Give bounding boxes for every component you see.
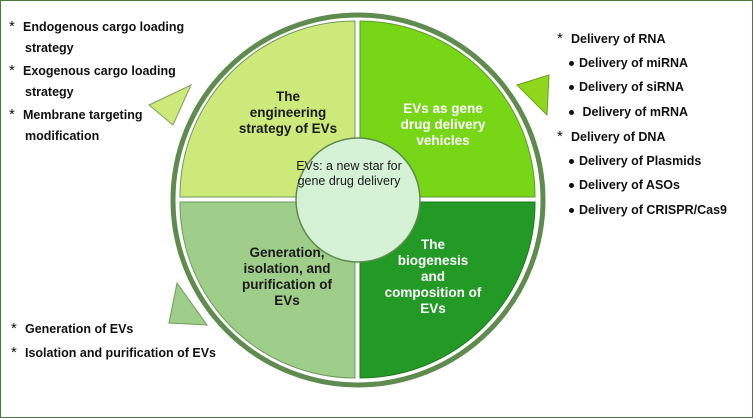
arrow-top-right — [516, 74, 550, 117]
bullet-icon — [569, 85, 574, 91]
asterisk-icon: * — [557, 128, 563, 145]
bullet-icon — [569, 109, 574, 115]
list-item-text: strategy — [25, 85, 74, 99]
list-item-text: Delivery of DNA — [571, 130, 666, 144]
list-item-text: Endogenous cargo loading — [23, 20, 185, 34]
asterisk-icon: * — [11, 320, 17, 337]
list-item-text: Delivery of Plasmids — [579, 153, 702, 168]
list-item-text: Exogenous cargo loading — [23, 64, 176, 78]
list-item: Delivery of mRNA — [569, 105, 688, 120]
asterisk-icon: * — [11, 344, 17, 361]
quadrant-label-line: vehicles — [416, 133, 470, 148]
bullet-icon — [569, 207, 574, 213]
quadrant-label-line: drug delivery — [400, 117, 486, 132]
quadrant-label-line: strategy of EVs — [238, 121, 338, 136]
list-item: * Delivery of DNA — [557, 129, 665, 145]
list-item-text: Delivery of miRNA — [579, 55, 689, 70]
quadrant-label-line: isolation, and — [243, 261, 331, 276]
list-item-text: Delivery of mRNA — [579, 104, 689, 119]
list-item: Delivery of siRNA — [569, 80, 684, 95]
quadrant-label-line: engineering — [249, 105, 327, 120]
list-item-text: Delivery of RNA — [571, 32, 666, 46]
quadrant-label-line: The — [420, 237, 445, 252]
quadrant-bottom-left — [179, 201, 356, 379]
quadrant-bottom-right — [359, 201, 536, 379]
asterisk-icon: * — [9, 106, 15, 123]
quadrant-label-line: and — [420, 269, 445, 284]
quadrant-top-right — [359, 20, 536, 198]
list-item: * Membrane targeting — [9, 107, 142, 123]
quadrant-top-left — [179, 20, 356, 198]
center-circle — [295, 137, 421, 263]
list-item: * Delivery of RNA — [557, 31, 665, 47]
bullet-icon — [569, 60, 574, 66]
list-item: Delivery of ASOs — [569, 178, 680, 193]
list-item-text: strategy — [25, 41, 74, 55]
bullet-icon — [569, 183, 574, 189]
list-item-text: Isolation and purification of EVs — [25, 346, 216, 360]
quadrant-label-line: EVs — [274, 293, 300, 308]
quadrant-label-line: purification of — [242, 277, 332, 292]
list-item: * Isolation and purification of EVs — [11, 345, 216, 361]
quadrant-label-line: Generation, — [249, 245, 325, 260]
quadrant-label-line: EVs — [420, 301, 446, 316]
quadrant-label-line: EVs as gene — [403, 101, 483, 116]
asterisk-icon: * — [9, 62, 15, 79]
list-item-text: Delivery of siRNA — [579, 80, 684, 94]
quadrant-label-line: The — [275, 89, 300, 104]
list-item: * Endogenous cargo loading — [9, 19, 184, 35]
list-item: strategy — [25, 85, 74, 100]
asterisk-icon: * — [9, 18, 15, 35]
list-item: strategy — [25, 41, 74, 56]
list-item: Delivery of CRISPR/Cas9 — [569, 203, 727, 218]
list-item-text: Generation of EVs — [25, 322, 134, 336]
list-item: Delivery of Plasmids — [569, 154, 701, 169]
list-item-text: Membrane targeting — [23, 108, 143, 122]
list-item: modification — [25, 129, 99, 144]
list-item-text: modification — [25, 129, 100, 143]
list-item-text: Delivery of ASOs — [579, 178, 680, 192]
list-item: * Exogenous cargo loading — [9, 63, 176, 79]
quadrant-label-line: composition of — [384, 285, 482, 300]
list-item-text: Delivery of CRISPR/Cas9 — [579, 202, 727, 217]
asterisk-icon: * — [557, 30, 563, 47]
bullet-icon — [569, 158, 574, 164]
quadrant-label-line: biogenesis — [397, 253, 469, 268]
list-item: Delivery of miRNA — [569, 56, 688, 71]
arrow-bottom-left — [168, 281, 209, 326]
arrow-top-left — [148, 83, 193, 126]
center-label: EVs: a new star for gene drug delivery — [296, 159, 402, 188]
list-item: * Generation of EVs — [11, 321, 133, 337]
